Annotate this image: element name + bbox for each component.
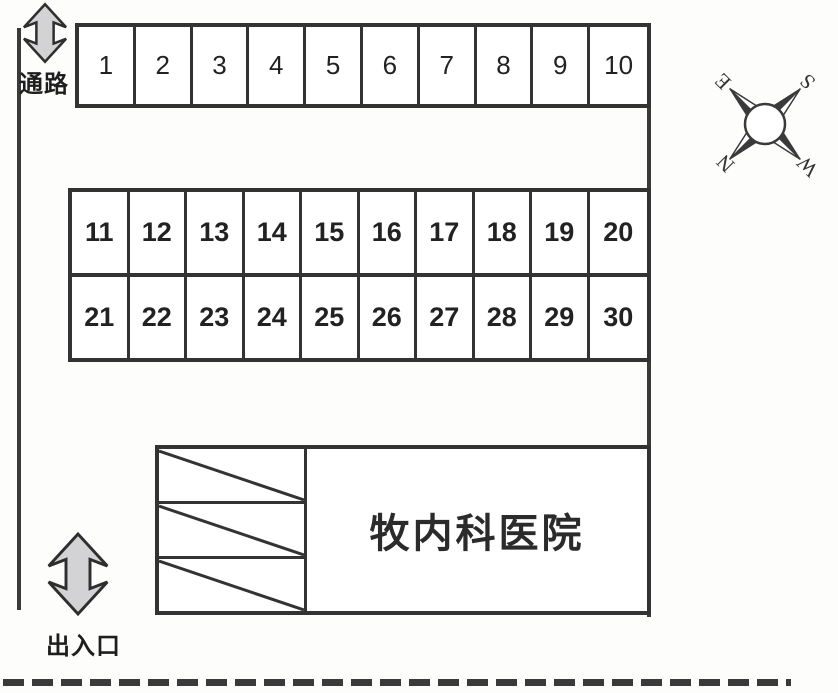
entrance-label: 出入口 — [46, 633, 121, 660]
parking-space: 23 — [187, 277, 245, 358]
passage-label: 通路 — [19, 71, 69, 98]
hatch-strip — [159, 559, 304, 611]
parking-space: 22 — [129, 277, 187, 358]
road-boundary-dashed-line — [3, 679, 791, 686]
diagonal-line — [159, 559, 304, 611]
parking-space: 6 — [362, 27, 420, 104]
parking-space: 27 — [417, 277, 475, 358]
left-boundary-line — [17, 28, 21, 610]
parking-space: 21 — [72, 277, 130, 358]
parking-space: 11 — [72, 192, 130, 273]
parking-space: 10 — [590, 27, 647, 104]
parking-space: 1 — [79, 27, 136, 104]
parking-space: 7 — [419, 27, 477, 104]
parking-space: 26 — [359, 277, 417, 358]
diagonal-line — [159, 504, 304, 556]
parking-space: 16 — [359, 192, 417, 273]
building-name: 牧内科医院 — [369, 512, 585, 556]
parking-space: 29 — [532, 277, 590, 358]
hatch-strip — [159, 504, 304, 559]
parking-space: 12 — [129, 192, 187, 273]
parking-space: 19 — [532, 192, 590, 273]
parking-space: 20 — [589, 192, 647, 273]
parking-space: 17 — [417, 192, 475, 273]
parking-space: 24 — [244, 277, 302, 358]
passage-double-arrow-icon — [22, 2, 68, 64]
parking-space: 25 — [302, 277, 360, 358]
diagonal-line — [159, 449, 304, 501]
building-hatched-area — [159, 449, 307, 611]
parking-space: 30 — [589, 277, 647, 358]
parking-space: 15 — [302, 192, 360, 273]
parking-space: 13 — [187, 192, 245, 273]
entrance-double-arrow-icon — [47, 531, 109, 617]
parking-space: 2 — [135, 27, 193, 104]
parking-space: 9 — [533, 27, 591, 104]
parking-space: 3 — [192, 27, 250, 104]
parking-space: 4 — [249, 27, 307, 104]
parking-space: 5 — [306, 27, 363, 104]
parking-space: 18 — [474, 192, 532, 273]
parking-space: 28 — [474, 277, 532, 358]
hatch-strip — [159, 449, 304, 504]
compass-rose-icon: N E S W — [710, 69, 823, 182]
parking-space: 14 — [244, 192, 302, 273]
parking-space: 8 — [476, 27, 534, 104]
clinic-building: 牧内科医院 — [155, 445, 651, 615]
compass-south-label: S — [795, 69, 820, 94]
